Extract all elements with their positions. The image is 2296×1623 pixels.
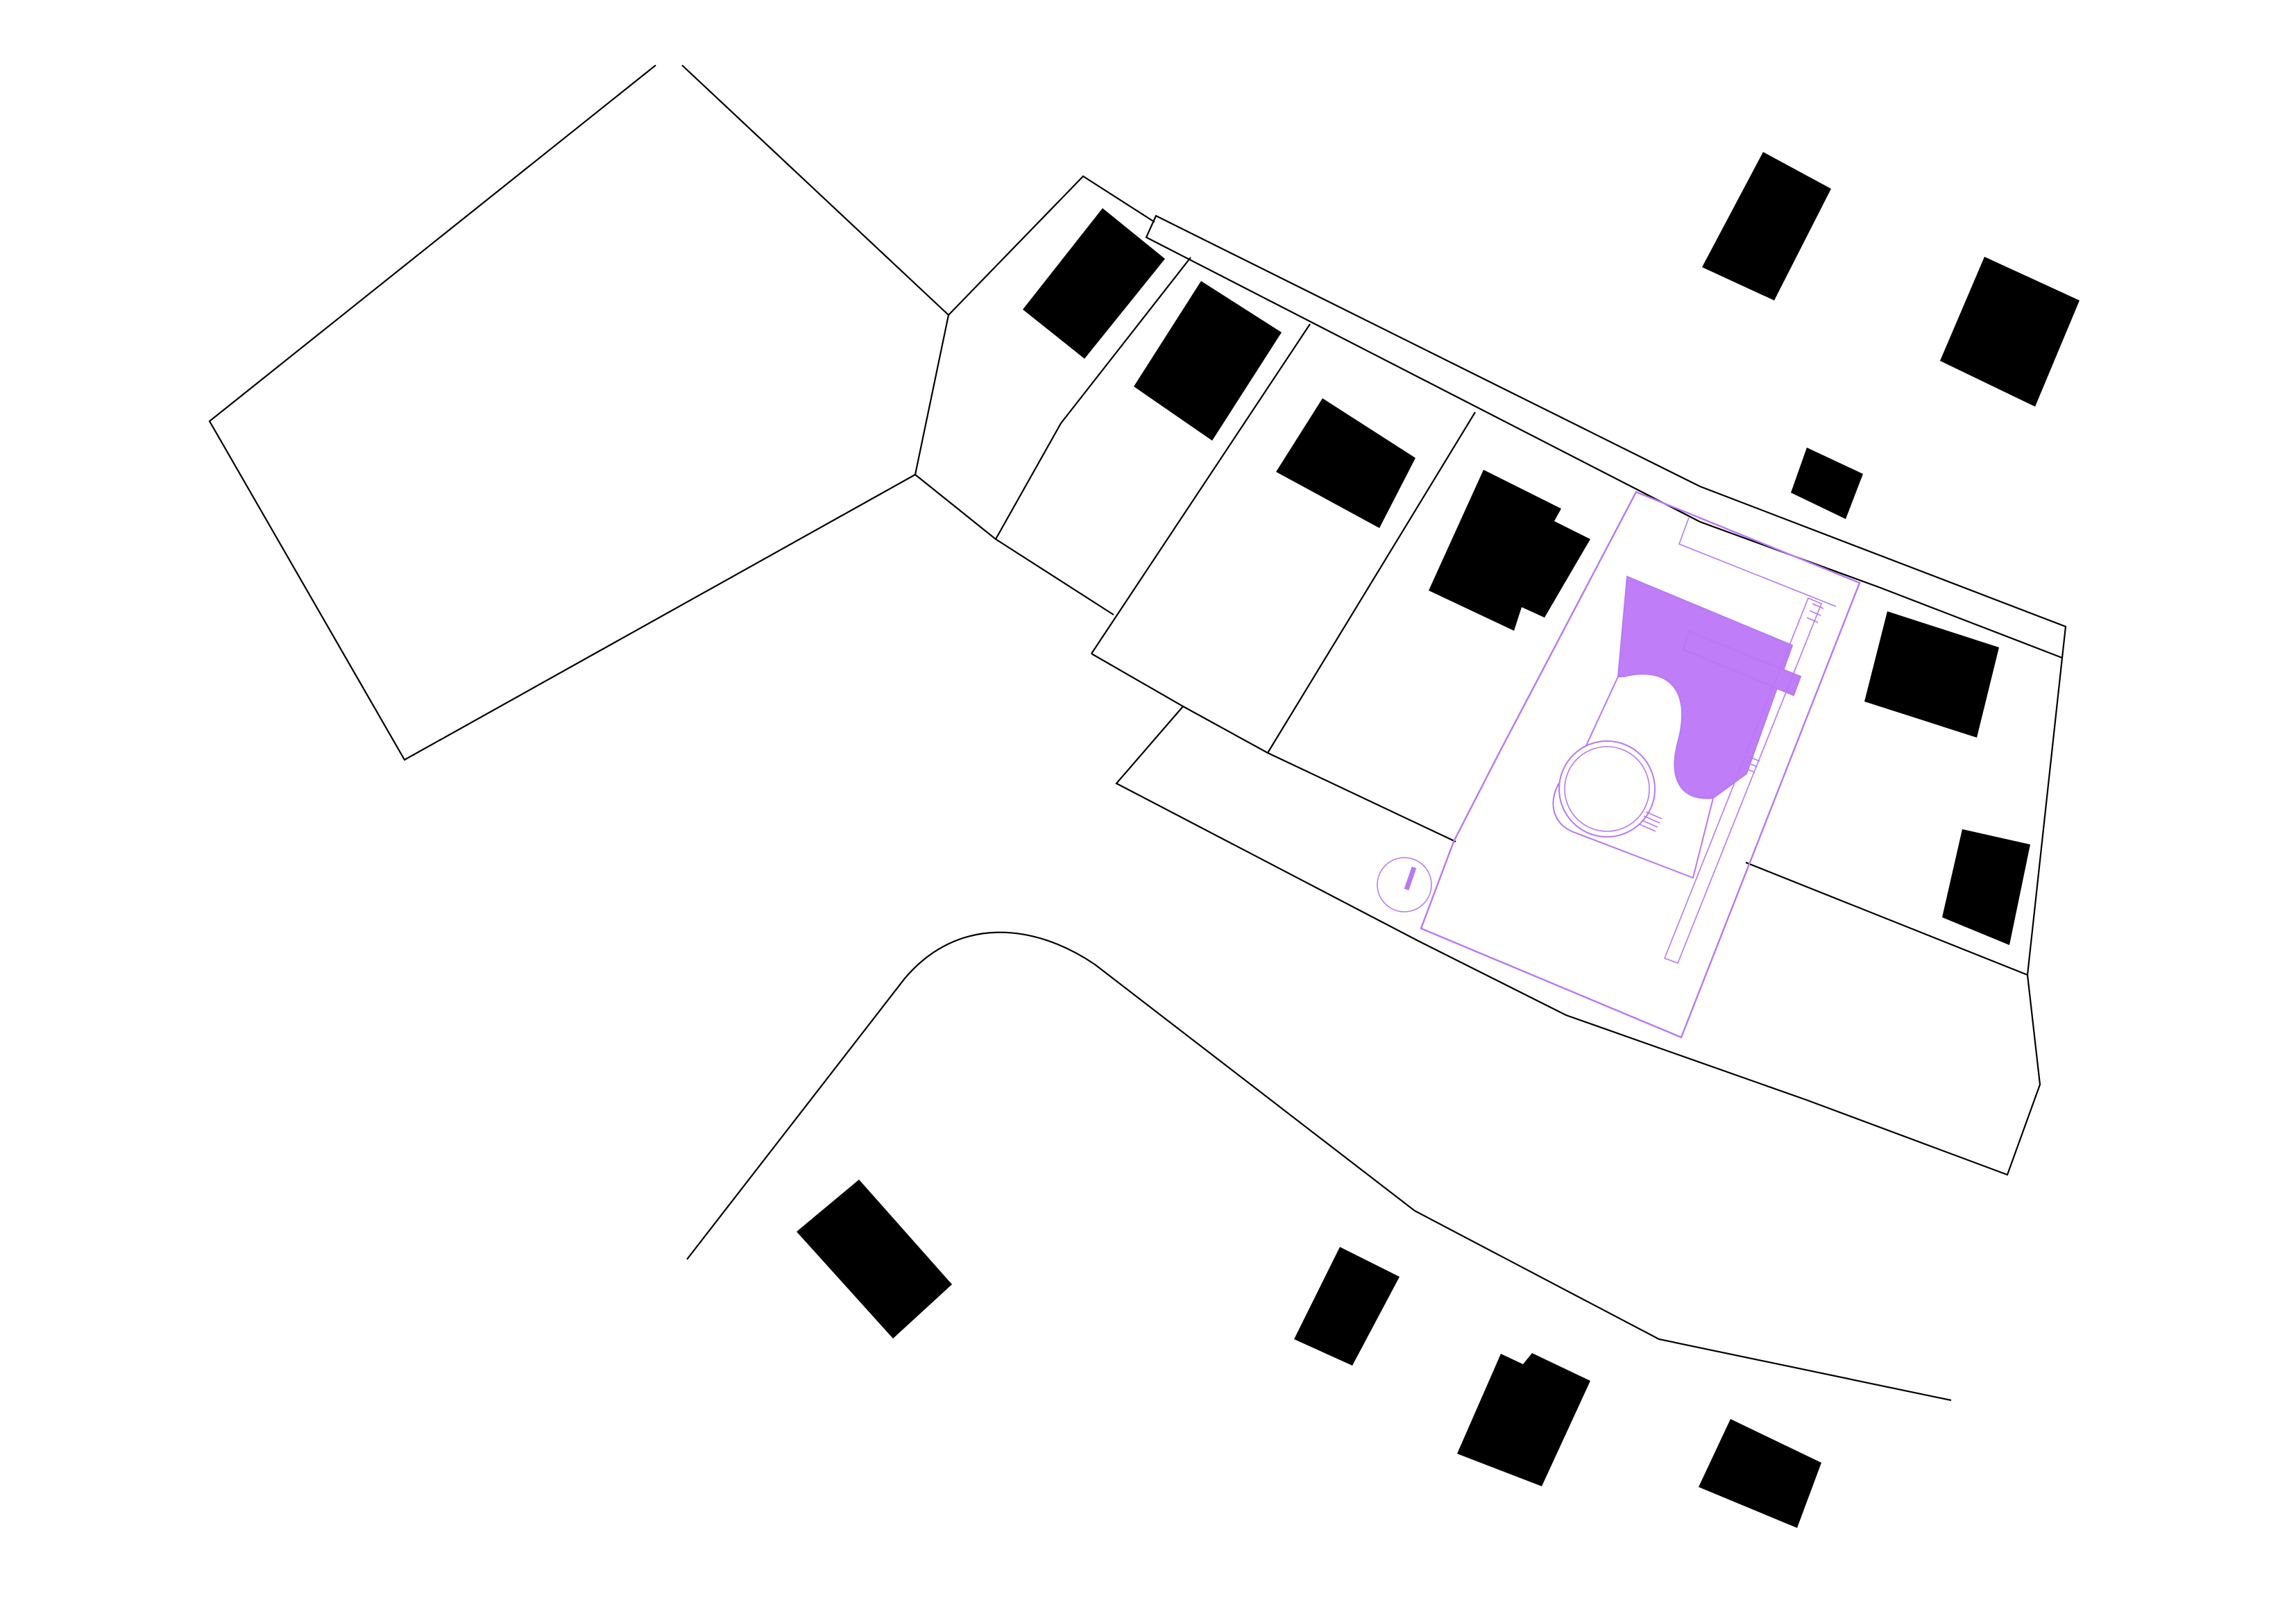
lot-divider-3	[1267, 411, 1476, 754]
lot-front-line	[1091, 653, 1456, 842]
building-northeast-small	[1791, 448, 1863, 519]
building-south-1	[797, 1180, 952, 1339]
project-round-pavilion	[1558, 740, 1656, 838]
project-small-round-mark	[1404, 866, 1417, 891]
project-stair-hatch	[1639, 811, 1663, 832]
neighbor-buildings	[797, 152, 2080, 1528]
road-edge	[686, 931, 1952, 1402]
project-site	[1377, 491, 1861, 1039]
building-north-row-2	[1134, 281, 1282, 441]
parcel-west	[208, 65, 950, 761]
parcel-boundary-west-row	[915, 474, 1114, 615]
lot-south	[1115, 657, 2064, 1176]
project-walkway-steps	[1742, 603, 1824, 773]
project-round-pavilion-inner	[1564, 746, 1650, 832]
building-south-3	[1457, 1353, 1590, 1486]
lot-divider-1	[995, 257, 1191, 540]
project-canopy-bar	[1682, 630, 1802, 697]
building-east-1	[1864, 611, 1999, 738]
lot-east-divider	[1745, 861, 2028, 976]
building-north-row-4	[1429, 470, 1590, 631]
parcel-strip-north	[1145, 214, 2067, 659]
project-site-boundary	[1420, 491, 1861, 1039]
parcel-lines	[208, 65, 2067, 1402]
project-north-strip	[1678, 517, 1837, 607]
building-south-2	[1294, 1247, 1400, 1366]
project-walkway	[1663, 597, 1823, 965]
parcel-boundary-north	[948, 175, 1155, 316]
building-northeast-2	[1940, 257, 2080, 407]
building-northeast-1	[1702, 152, 1831, 300]
building-east-2	[1942, 829, 2030, 945]
building-north-row-1	[1023, 208, 1165, 359]
lot-divider-2	[1091, 323, 1311, 654]
project-small-round-element	[1377, 857, 1432, 912]
building-south-4	[1699, 1419, 1821, 1528]
building-north-row-3	[1276, 398, 1415, 528]
